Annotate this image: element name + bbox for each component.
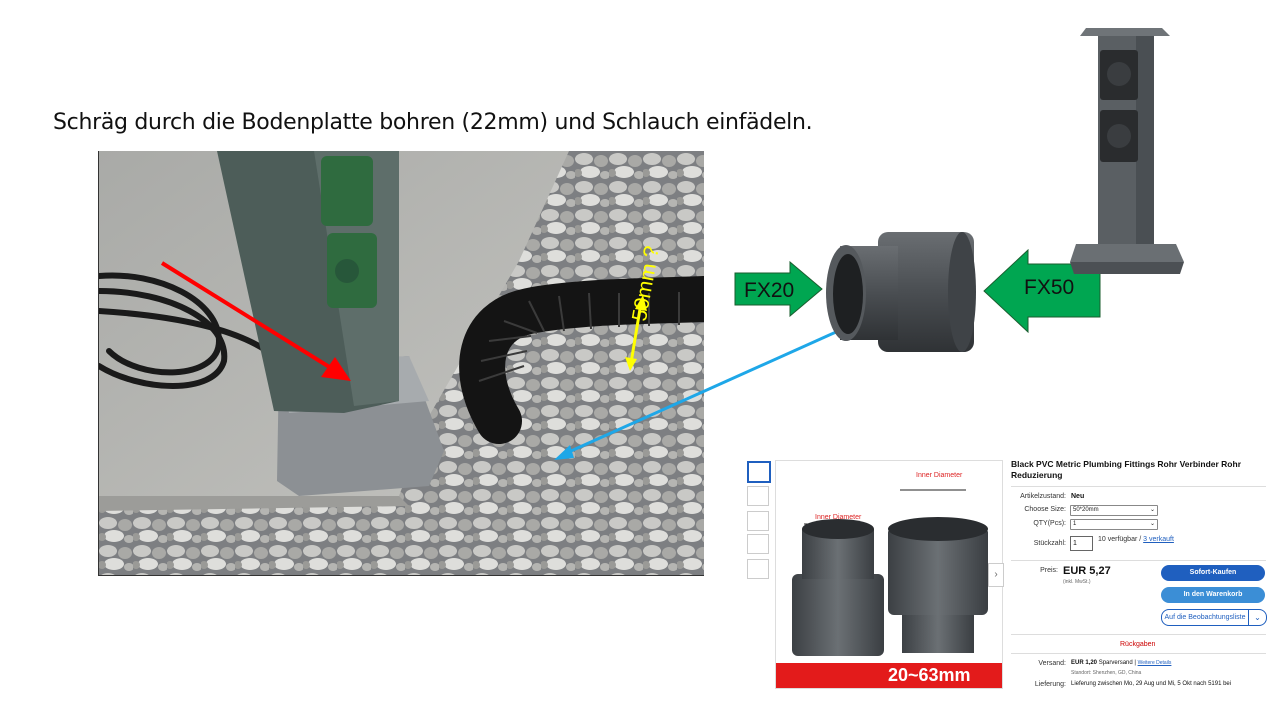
main-photo: 50mm ? [99,151,704,576]
shipping-type: Sparversand | [1098,660,1136,666]
sold-link[interactable]: 3 verkauft [1143,536,1174,543]
fx20-arrow [734,261,823,317]
size-select-value: 50*20mm [1073,507,1099,513]
fx20-label: FX20 [744,279,795,302]
image-banner: 20~63mm [888,665,971,685]
slide-title: Schräg durch die Bodenplatte bohren (22m… [53,110,813,135]
qty-label: QTY(Pcs): [1033,520,1066,527]
count-label: Stückzahl: [1033,540,1066,547]
available-count: 10 verfügbar / [1098,536,1142,543]
listing-title: Black PVC Metric Plumbing Fittings Rohr … [1011,459,1242,480]
fx50-arrow [983,249,1101,333]
photo-border-left [98,151,99,576]
thumbnail-3[interactable] [747,511,769,531]
image-label-left: Inner Diameter [815,514,862,521]
shipping-info: EUR 1,20 Sparversand | Weitere Details [1071,660,1171,666]
add-to-cart-button[interactable]: In den Warenkorb [1161,587,1265,603]
availability: 10 verfügbar / 3 verkauft [1098,536,1174,543]
size-select[interactable]: 50*20mm ⌄ [1070,505,1158,516]
returns-link[interactable]: Rückgaben [1120,641,1156,648]
divider [1011,486,1266,487]
thumbnail-2[interactable] [747,486,769,506]
reducer-fitting-image [826,232,976,352]
product-image[interactable]: Inner Diameter Inner Diameter 20~63mm [775,460,1003,689]
shipping-value: EUR 1,20 [1071,660,1098,666]
price-label: Preis: [1040,567,1058,574]
image-label-right: Inner Diameter [916,472,963,479]
delivery-label: Lieferung: [1034,681,1066,688]
count-input[interactable]: 1 [1070,536,1093,551]
buy-now-button[interactable]: Sofort-Kaufen [1161,565,1265,581]
fx50-label: FX50 [1024,276,1075,299]
divider [1011,560,1266,561]
price: EUR 5,27 [1063,565,1111,577]
thumbnail-1[interactable] [747,461,771,483]
qty-select-value: 1 [1073,521,1077,527]
divider [1011,653,1266,654]
product-image-illustration [776,489,1002,688]
chevron-down-icon[interactable]: ⌄ [1248,609,1267,626]
product-listing: Inner Diameter Inner Diameter 20~63mm › … [742,455,1270,695]
watchlist-button[interactable]: Auf die Beobachtungsliste [1161,609,1249,626]
thumbnail-5[interactable] [747,559,769,579]
shipping-label: Versand: [1038,660,1066,667]
connector-line [554,308,886,460]
qty-select[interactable]: 1 ⌄ [1070,519,1158,530]
condition-value: Neu [1071,493,1085,500]
size-label: Choose Size: [1024,506,1066,513]
thumbnail-4[interactable] [747,534,769,554]
shipping-details-link[interactable]: Weitere Details [1137,660,1172,666]
power-post-image [1070,28,1184,274]
price-note: (inkl. MwSt.) [1063,579,1091,585]
photo-illustration [99,151,704,576]
chevron-down-icon: ⌄ [1149,507,1155,513]
delivery-value: Lieferung zwischen Mo, 29 Aug und Mi, 5 … [1071,681,1232,687]
photo-border-bottom [98,575,704,576]
condition-label: Artikelzustand: [1020,493,1066,500]
divider [1011,634,1266,635]
chevron-down-icon: ⌄ [1149,521,1155,527]
next-image-button[interactable]: › [988,563,1004,587]
location: Standort: Shenzhen, GD, China [1071,670,1142,676]
